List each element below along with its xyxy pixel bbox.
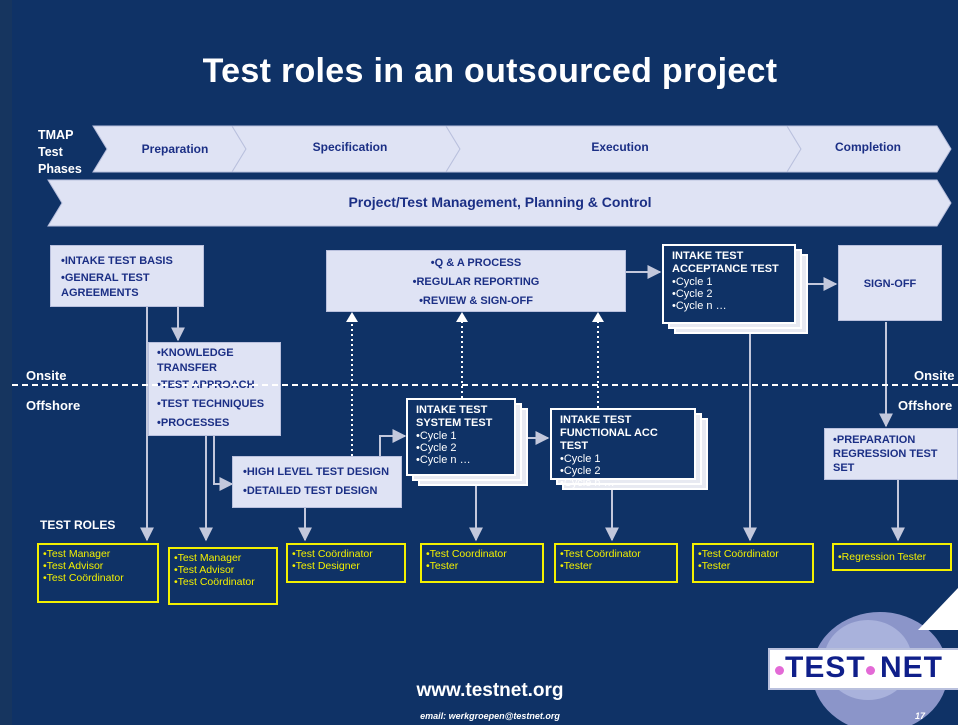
box-sign-off: SIGN-OFF xyxy=(838,245,942,321)
box-line: •DETAILED TEST DESIGN xyxy=(243,485,378,497)
box-qa-process: •Q & A PROCESS •REGULAR REPORTING •REVIE… xyxy=(326,250,626,312)
stack-cycle: •Cycle 1 xyxy=(416,430,457,442)
box-line: •PROCESSES xyxy=(157,417,230,429)
stack-heading: INTAKE TEST xyxy=(672,250,744,262)
role-line: •Test Designer xyxy=(292,560,360,572)
logo-dot xyxy=(866,666,875,675)
box-line: •INTAKE TEST BASIS xyxy=(61,255,173,267)
logo-text-net: NET xyxy=(880,651,943,684)
dotted-arrowhead xyxy=(592,312,604,322)
role-box: •Test Manager •Test Advisor •Test Coördi… xyxy=(37,543,159,603)
role-box: •Regression Tester xyxy=(832,543,952,571)
stack-heading: INTAKE TEST xyxy=(416,404,488,416)
phase-completion: Completion xyxy=(835,140,901,154)
role-box: •Test Coordinator •Tester xyxy=(420,543,544,583)
phase-execution: Execution xyxy=(591,140,649,154)
role-line: •Tester xyxy=(560,560,593,572)
stack-cycle: •Cycle 2 xyxy=(672,288,713,300)
role-line: •Test Advisor xyxy=(43,560,104,572)
role-line: •Test Manager xyxy=(174,552,242,564)
stack-system-test: INTAKE TEST SYSTEM TEST •Cycle 1 •Cycle … xyxy=(406,398,516,476)
role-line: •Test Coördinator xyxy=(292,548,373,560)
stack-cycle: •Cycle n … xyxy=(672,300,727,312)
connector xyxy=(213,436,234,491)
stack-heading: ACCEPTANCE TEST xyxy=(672,263,779,275)
tmap-label-line: Test xyxy=(38,145,63,159)
management-banner-shape xyxy=(47,179,952,227)
role-line: •Test Advisor xyxy=(174,564,235,576)
phase-preparation: Preparation xyxy=(141,142,209,156)
slide-title: Test roles in an outsourced project xyxy=(202,52,778,90)
onsite-label-right: Onsite xyxy=(914,368,955,383)
role-box: •Test Coördinator •Tester xyxy=(692,543,814,583)
role-line: •Test Coördinator xyxy=(43,572,124,584)
role-box: •Test Manager •Test Advisor •Test Coördi… xyxy=(168,547,278,605)
box-test-design: •HIGH LEVEL TEST DESIGN •DETAILED TEST D… xyxy=(232,456,402,508)
role-line: •Test Coördinator xyxy=(560,548,641,560)
stack-heading: INTAKE TEST xyxy=(560,414,632,426)
phase-chevron-completion xyxy=(786,125,952,173)
onsite-offshore-divider xyxy=(12,384,958,386)
tmap-label-line: Phases xyxy=(38,162,82,176)
stack-cycle: •Cycle n … xyxy=(416,454,471,466)
logo-text-test: TEST xyxy=(785,651,866,684)
management-banner: Project/Test Management, Planning & Cont… xyxy=(348,194,652,210)
box-line: •HIGH LEVEL TEST DESIGN xyxy=(243,466,390,478)
stack-heading: SYSTEM TEST xyxy=(416,417,493,429)
box-line: •GENERAL TEST xyxy=(61,272,150,284)
dotted-arrowhead xyxy=(456,312,468,322)
role-line: •Tester xyxy=(426,560,459,572)
tmap-label: TMAP Test Phases xyxy=(38,127,82,178)
box-line: •REGULAR REPORTING xyxy=(412,276,540,288)
box-line: •KNOWLEDGE xyxy=(157,347,234,359)
stack-cycle: •Cycle 1 xyxy=(560,453,601,465)
box-preparation-regression: •PREPARATION REGRESSION TEST SET xyxy=(824,428,958,480)
box-knowledge-transfer: •KNOWLEDGE TRANSFER •TEST APPROACH •TEST… xyxy=(148,342,281,436)
offshore-label: Offshore xyxy=(26,398,81,413)
stack-cycle: •Cycle 2 xyxy=(416,442,457,454)
box-line: •TEST TECHNIQUES xyxy=(157,398,265,410)
box-line: SET xyxy=(833,462,855,474)
logo-box xyxy=(768,648,958,690)
role-line: •Regression Tester xyxy=(838,551,927,563)
dotted-arrowhead xyxy=(346,312,358,322)
stack-acceptance-test: INTAKE TEST ACCEPTANCE TEST •Cycle 1 •Cy… xyxy=(662,244,796,324)
logo-dot xyxy=(775,666,784,675)
footer-url[interactable]: www.testnet.org xyxy=(416,680,564,701)
stack-heading: FUNCTIONAL ACC TEST xyxy=(560,427,658,452)
offshore-label-right: Offshore xyxy=(898,398,953,413)
stack-cycle: •Cycle 1 xyxy=(672,276,713,288)
footer-email[interactable]: email: werkgroepen@testnet.org xyxy=(420,711,560,721)
box-line: AGREEMENTS xyxy=(61,287,139,299)
page-number: 17 xyxy=(915,711,926,721)
stack-functional-acc-test: INTAKE TEST FUNCTIONAL ACC TEST •Cycle 1… xyxy=(550,408,696,489)
role-line: •Test Coordinator xyxy=(426,548,507,560)
box-line: TRANSFER xyxy=(157,362,217,374)
role-line: •Test Manager xyxy=(43,548,111,560)
box-line: •PREPARATION xyxy=(833,434,916,446)
role-line: •Test Coördinator xyxy=(698,548,779,560)
stack-cycle: •Cycle n … xyxy=(560,477,615,489)
role-line: •Tester xyxy=(698,560,731,572)
box-line: REGRESSION TEST xyxy=(833,448,938,460)
tmap-label-line: TMAP xyxy=(38,128,74,142)
test-roles-label: TEST ROLES xyxy=(40,518,116,532)
box-line: •REVIEW & SIGN-OFF xyxy=(419,295,533,307)
stack-cycle: •Cycle 2 xyxy=(560,465,601,477)
onsite-label: Onsite xyxy=(26,368,67,383)
role-line: •Test Coördinator xyxy=(174,576,255,588)
phase-specification: Specification xyxy=(312,140,388,154)
role-box: •Test Coördinator •Tester xyxy=(554,543,678,583)
role-box: •Test Coördinator •Test Designer xyxy=(286,543,406,583)
box-intake-test-basis: •INTAKE TEST BASIS •GENERAL TEST AGREEME… xyxy=(50,245,204,307)
box-line: •Q & A PROCESS xyxy=(430,257,522,269)
